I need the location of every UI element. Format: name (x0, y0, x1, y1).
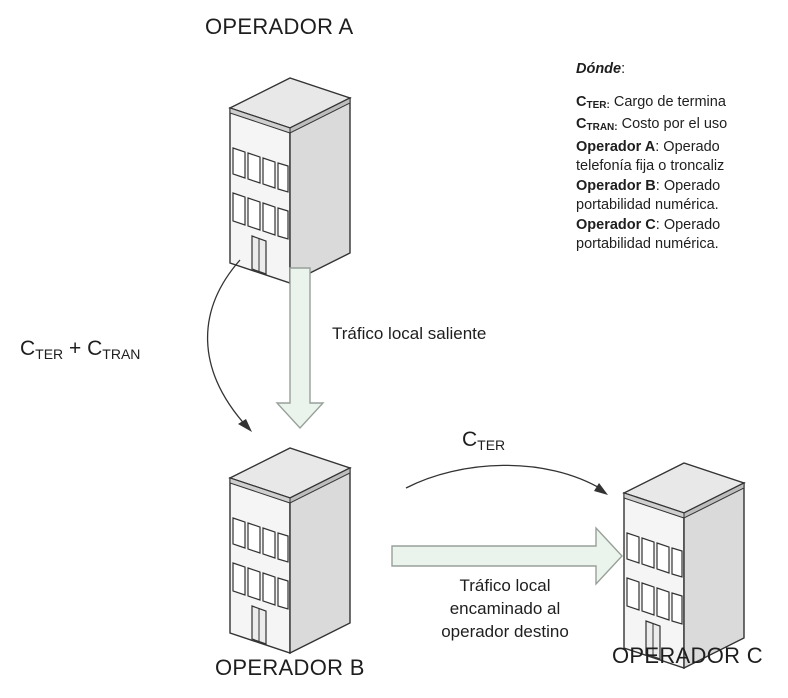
legend-ter-sub: TER: (586, 99, 610, 111)
charge-curve-b-to-c-head (594, 483, 608, 495)
building-operator-b-icon (229, 447, 351, 654)
charge-ter-subscript: TER (477, 437, 506, 453)
charge-c-symbol: C (462, 428, 478, 451)
legend-box: Dónde: CTER: Cargo de termina CTRAN: Cos… (576, 60, 788, 255)
charge-tran-subscript: TRAN (102, 346, 141, 362)
operator-b-label: OPERADOR B (215, 655, 365, 680)
legend-row-opc: Operador C: Operado (576, 216, 788, 236)
routed-caption-line-2: encaminado al (449, 599, 561, 618)
legend-row-opa-2: telefonía fija o troncaliz (576, 158, 725, 174)
outgoing-traffic-arrow (275, 267, 325, 430)
legend-row-tran: CTRAN: Costo por el uso (576, 115, 788, 138)
legend-row-opa: Operador A: Operado (576, 138, 788, 158)
building-operator-a-icon (229, 77, 351, 284)
legend-tran-sub: TRAN: (586, 122, 618, 133)
legend-opa-name: Operador A (576, 138, 656, 155)
operator-a-label: OPERADOR A (205, 14, 354, 39)
legend-tran-c: C (576, 116, 587, 132)
charge-plus-c-symbol: + C (63, 337, 103, 360)
legend-row-ter: CTER: Cargo de termina (576, 93, 788, 116)
charge-curve-a-to-b-head (238, 419, 252, 432)
charge-ter-label: CTER (462, 428, 505, 453)
legend-opc-name: Operador C (576, 216, 656, 233)
legend-ter-c: C (576, 93, 587, 110)
legend-tran-text: Costo por el uso (617, 116, 728, 132)
legend-row-opb: Operador B: Operado (576, 177, 788, 197)
routed-caption-line-3: operador destino (441, 622, 569, 641)
charge-c-symbol: C (20, 337, 36, 360)
routed-traffic-caption: Tráfico local encaminado al operador des… (410, 574, 600, 643)
legend-ter-text: Cargo de termina (609, 93, 726, 110)
legend-opb-text: : Operado (655, 177, 721, 194)
legend-title-text: Dónde (576, 61, 622, 77)
charge-curve-b-to-c (405, 464, 604, 491)
charge-curve-a-to-b (206, 259, 249, 429)
legend-opb-name: Operador B (576, 177, 656, 194)
routed-traffic-arrow (391, 526, 623, 586)
building-operator-c-icon (623, 462, 745, 669)
legend-row-opc-2: portabilidad numérica. (576, 236, 719, 252)
legend-title: Dónde: (576, 60, 788, 80)
operator-c-label: OPERADOR C (612, 643, 763, 668)
legend-opc-text: : Operado (655, 216, 721, 233)
legend-row-opb-2: portabilidad numérica. (576, 197, 719, 213)
charge-ter-subscript: TER (35, 346, 64, 362)
legend-opa-text: : Operado (655, 138, 720, 155)
charge-ter-plus-tran-label: CTER + CTRAN (20, 337, 140, 362)
outgoing-traffic-caption: Tráfico local saliente (332, 324, 487, 343)
routed-caption-line-1: Tráfico local (459, 576, 551, 595)
legend-title-colon: : (621, 61, 626, 77)
